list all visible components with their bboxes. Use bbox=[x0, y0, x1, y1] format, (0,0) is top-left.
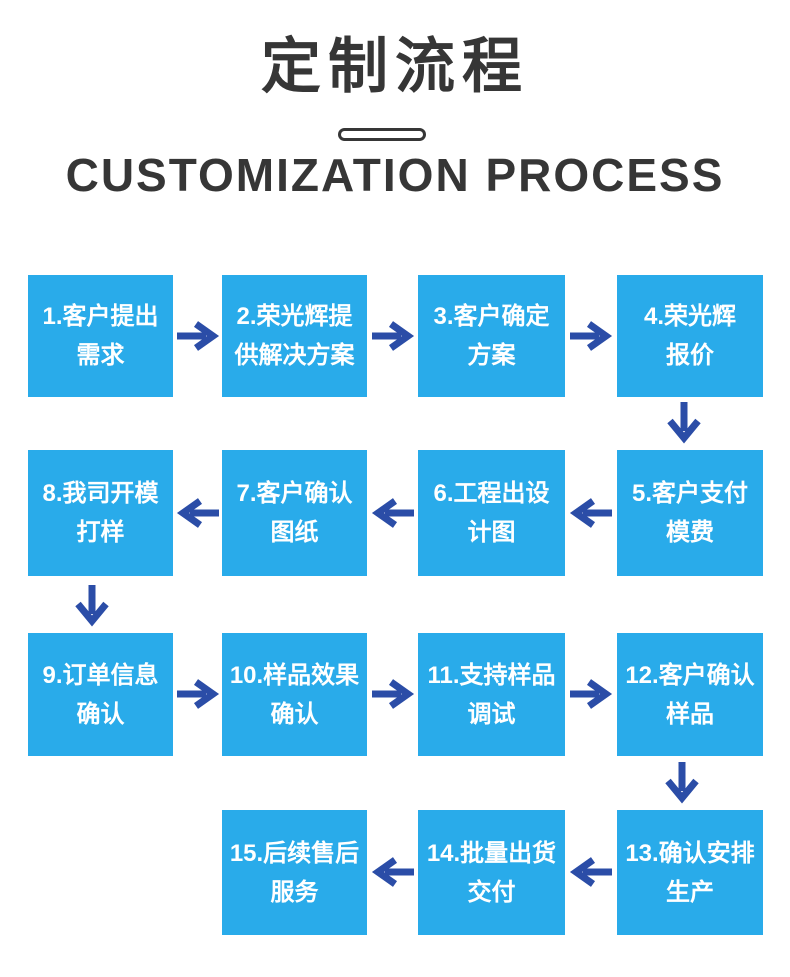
flow-step-1-line2: 需求 bbox=[76, 342, 125, 369]
flow-step-7-line1: 7.客户确认 bbox=[236, 480, 353, 507]
flow-step-13-line2: 生产 bbox=[666, 878, 714, 906]
flow-step-9: 9.订单信息 确认 bbox=[28, 633, 173, 756]
flow-step-11-line1: 11.支持样品 bbox=[427, 661, 556, 689]
arrow-left-icon bbox=[371, 857, 415, 887]
arrow-right-icon bbox=[371, 321, 415, 351]
flow-step-15-line2: 服务 bbox=[270, 878, 319, 906]
flow-step-8-line2: 打样 bbox=[76, 519, 125, 546]
flow-step-6: 6.工程出设 计图 bbox=[418, 450, 565, 576]
flow-step-10-line2: 确认 bbox=[270, 700, 319, 728]
flow-step-8: 8.我司开模 打样 bbox=[28, 450, 173, 576]
flow-step-4: 4.荣光辉 报价 bbox=[617, 275, 763, 397]
flow-step-7-line2: 图纸 bbox=[270, 519, 319, 546]
flow-step-4-line2: 报价 bbox=[666, 342, 714, 369]
flow-step-9-line1: 9.订单信息 bbox=[42, 661, 159, 689]
flow-step-15-line1: 15.后续售后 bbox=[229, 839, 360, 867]
flow-step-3-line2: 方案 bbox=[467, 342, 516, 369]
flow-step-14-line2: 交付 bbox=[467, 878, 516, 906]
flow-step-11: 11.支持样品 调试 bbox=[418, 633, 565, 756]
flow-step-9-line2: 确认 bbox=[76, 700, 125, 728]
flow-step-1: 1.客户提出 需求 bbox=[28, 275, 173, 397]
flow-step-12: 12.客户确认 样品 bbox=[617, 633, 763, 756]
arrow-right-icon bbox=[176, 679, 220, 709]
flow-step-3-line1: 3.客户确定 bbox=[433, 303, 550, 330]
flow-step-5-line1: 5.客户支付 bbox=[631, 480, 748, 507]
page-title: 定制流程 bbox=[261, 33, 529, 100]
arrow-left-icon bbox=[569, 498, 613, 528]
arrow-down-icon bbox=[74, 584, 110, 628]
flow-step-13: 13.确认安排 生产 bbox=[617, 810, 763, 935]
arrow-down-icon bbox=[664, 761, 700, 805]
flow-step-13-line1: 13.确认安排 bbox=[625, 839, 755, 867]
flow-step-7: 7.客户确认 图纸 bbox=[222, 450, 367, 576]
flow-step-2: 2.荣光辉提 供解决方案 bbox=[222, 275, 367, 397]
flow-step-2-line1: 2.荣光辉提 bbox=[236, 303, 353, 330]
flow-step-2-line2: 供解决方案 bbox=[234, 342, 355, 369]
arrow-right-icon bbox=[569, 321, 613, 351]
arrow-right-icon bbox=[569, 679, 613, 709]
flow-step-15: 15.后续售后 服务 bbox=[222, 810, 367, 935]
arrow-left-icon bbox=[176, 498, 220, 528]
arrow-right-icon bbox=[371, 679, 415, 709]
flow-step-12-line1: 12.客户确认 bbox=[625, 661, 755, 689]
flow-step-10: 10.样品效果 确认 bbox=[222, 633, 367, 756]
divider-pill bbox=[338, 128, 426, 141]
flow-step-14-line1: 14.批量出货 bbox=[426, 839, 557, 867]
flow-step-14: 14.批量出货 交付 bbox=[418, 810, 565, 935]
flow-step-6-line2: 计图 bbox=[467, 519, 516, 546]
flow-step-12-line2: 样品 bbox=[666, 700, 714, 728]
arrow-right-icon bbox=[176, 321, 220, 351]
flow-step-10-line1: 10.样品效果 bbox=[229, 661, 360, 689]
flow-step-5: 5.客户支付 模费 bbox=[617, 450, 763, 576]
flow-step-6-line1: 6.工程出设 bbox=[433, 480, 550, 507]
flow-step-8-line1: 8.我司开模 bbox=[42, 480, 159, 507]
flow-step-3: 3.客户确定 方案 bbox=[418, 275, 565, 397]
flow-step-1-line1: 1.客户提出 bbox=[42, 303, 159, 330]
page-subtitle: CUSTOMIZATION PROCESS bbox=[65, 149, 725, 201]
arrow-left-icon bbox=[371, 498, 415, 528]
flow-step-5-line2: 模费 bbox=[666, 519, 714, 546]
arrow-left-icon bbox=[569, 857, 613, 887]
flow-step-11-line2: 调试 bbox=[467, 700, 516, 728]
arrow-down-icon bbox=[666, 401, 702, 445]
flow-step-4-line1: 4.荣光辉 bbox=[643, 303, 736, 330]
